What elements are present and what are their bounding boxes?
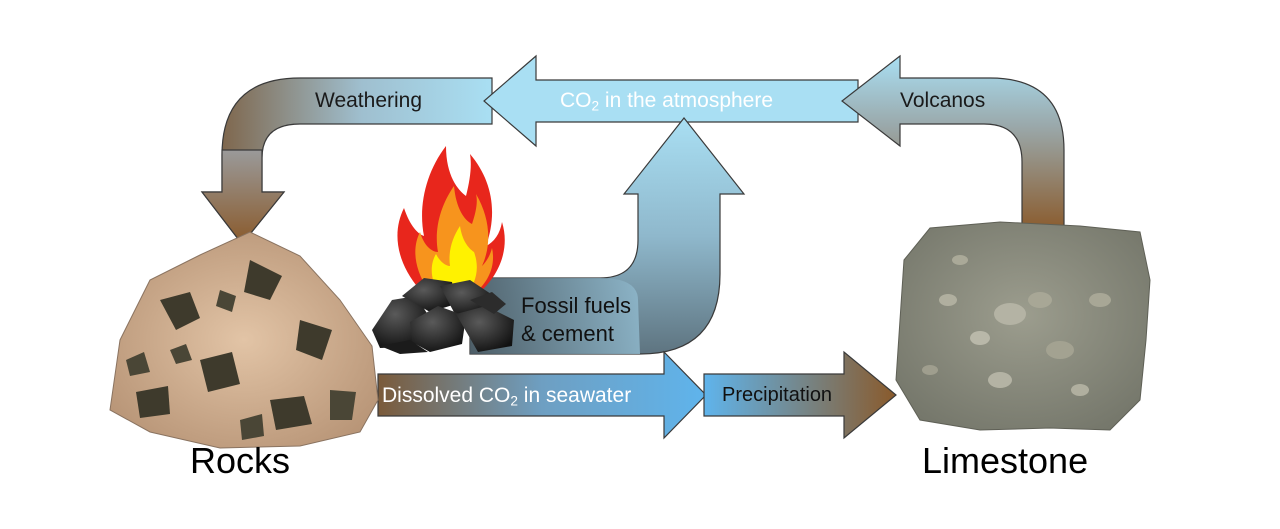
precipitation-label: Precipitation (722, 384, 833, 406)
atmosphere-label-subscript: 2 (591, 98, 600, 114)
volcanos-label: Volcanos (900, 89, 986, 112)
fossil-fuels-label: Fossil fuels & cement (521, 292, 631, 348)
dissolved-label-suffix: in seawater (517, 384, 632, 407)
limestone-label: Limestone (922, 440, 1089, 481)
fossil-fuels-label-line1: Fossil fuels (521, 293, 632, 318)
atmosphere-label: CO2 in the atmosphere (560, 89, 773, 113)
dissolved-label-subscript: 2 (510, 393, 518, 409)
granite-rock-image (109, 231, 379, 449)
flame-icon (397, 146, 505, 294)
limestone-rock-image (895, 221, 1151, 431)
weathering-label: Weathering (315, 89, 423, 112)
precipitation-arrow (703, 350, 897, 440)
rocks-label: Rocks (190, 440, 291, 481)
weathering-arrow (200, 77, 493, 245)
volcanos-arrow (841, 54, 1065, 233)
dissolved-label: Dissolved CO2 in seawater (382, 384, 631, 408)
coal-pile-icon (372, 278, 514, 354)
atmosphere-label-prefix: CO (560, 89, 592, 112)
dissolved-arrow (377, 350, 707, 440)
atmosphere-label-suffix: in the atmosphere (599, 89, 774, 112)
fossil-fuels-label-line2: & cement (521, 321, 614, 346)
atmosphere-arrow (483, 54, 859, 148)
dissolved-label-prefix: Dissolved CO (382, 384, 511, 407)
